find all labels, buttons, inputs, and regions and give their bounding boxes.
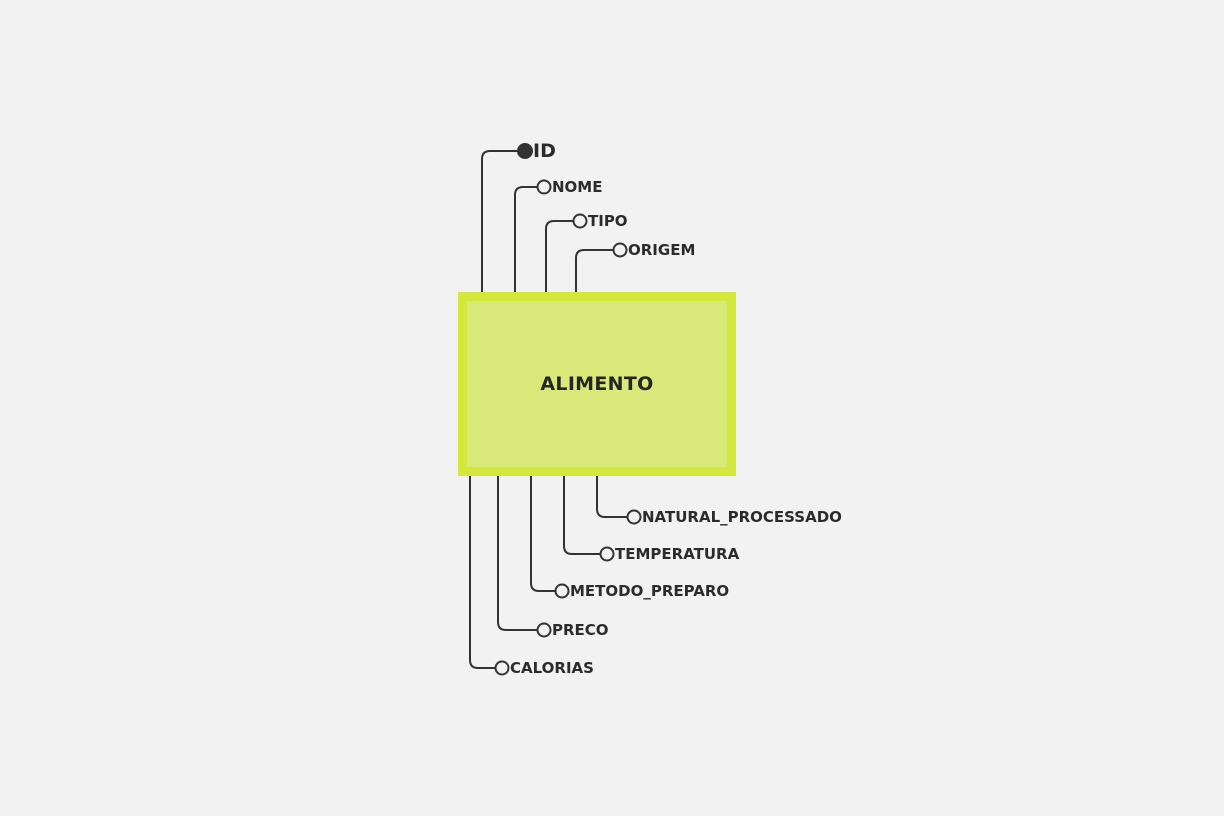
attribute-label-preco[interactable]: PRECO — [552, 621, 609, 639]
connector-nome — [514, 186, 538, 292]
connector-metodo-preparo — [530, 476, 556, 592]
attribute-label-nome[interactable]: NOME — [552, 178, 603, 196]
attribute-label-natural-processado[interactable]: NATURAL_PROCESSADO — [642, 508, 842, 526]
attribute-marker-natural-processado — [626, 509, 642, 525]
key-marker-id — [517, 143, 533, 159]
connector-preco — [497, 476, 538, 631]
attribute-label-metodo-preparo[interactable]: METODO_PREPARO — [570, 582, 730, 600]
attribute-marker-nome — [536, 179, 552, 195]
attribute-label-calorias[interactable]: CALORIAS — [510, 659, 594, 677]
entity-box[interactable]: ALIMENTO — [458, 292, 736, 476]
connector-temperatura — [563, 476, 601, 555]
attribute-marker-preco — [536, 622, 552, 638]
attribute-marker-tipo — [572, 213, 588, 229]
connector-calorias — [469, 476, 496, 669]
entity-name: ALIMENTO — [540, 373, 654, 395]
attribute-label-tipo[interactable]: TIPO — [588, 212, 628, 230]
connector-natural-processado — [596, 476, 628, 518]
connector-origem — [575, 249, 614, 292]
connector-tipo — [545, 220, 574, 292]
attribute-marker-calorias — [494, 660, 510, 676]
attribute-marker-metodo-preparo — [554, 583, 570, 599]
attribute-marker-origem — [612, 242, 628, 258]
attribute-label-id[interactable]: ID — [533, 140, 556, 162]
attribute-label-temperatura[interactable]: TEMPERATURA — [615, 545, 740, 563]
attribute-label-origem[interactable]: ORIGEM — [628, 241, 696, 259]
attribute-marker-temperatura — [599, 546, 615, 562]
connector-id — [481, 150, 518, 292]
